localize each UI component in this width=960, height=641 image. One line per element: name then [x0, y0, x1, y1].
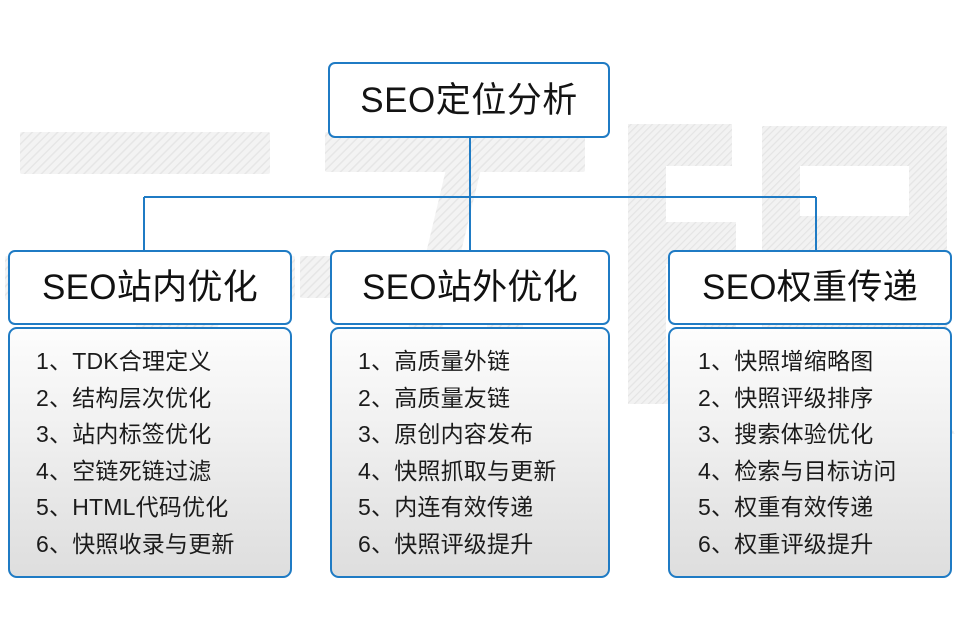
list-item[interactable]: 5、HTML代码优化 — [36, 494, 229, 520]
root-node[interactable]: SEO定位分析 — [328, 62, 610, 138]
branch-header-3-label: SEO权重传递 — [701, 268, 918, 307]
item-list-1: 1、TDK合理定义 2、结构层次优化 3、站内标签优化 4、空链死链过滤 5、H… — [10, 343, 290, 562]
list-item[interactable]: 2、结构层次优化 — [36, 384, 212, 411]
branch-body-3: 1、快照增缩略图 2、快照评级排序 3、搜索体验优化 4、检索与目标访问 5、权… — [668, 327, 952, 578]
list-item[interactable]: 4、快照抓取与更新 — [358, 457, 557, 484]
list-item[interactable]: 3、搜索体验优化 — [698, 421, 874, 447]
branch-header-1[interactable]: SEO站内优化 — [8, 250, 292, 325]
branch-header-3[interactable]: SEO权重传递 — [668, 250, 952, 325]
list-item[interactable]: 4、检索与目标访问 — [698, 457, 897, 484]
branch-header-1-label: SEO站内优化 — [41, 268, 258, 307]
list-item[interactable]: 3、原创内容发布 — [358, 421, 534, 447]
branch-header-2-label: SEO站外优化 — [361, 268, 578, 307]
branch-column-2: SEO站外优化 1、高质量外链 2、高质量友链 3、原创内容发布 4、快照抓取与… — [330, 250, 610, 578]
list-item[interactable]: 3、站内标签优化 — [36, 421, 212, 447]
branch-header-2[interactable]: SEO站外优化 — [330, 250, 610, 325]
list-item[interactable]: 6、快照收录与更新 — [36, 530, 235, 557]
branch-body-2: 1、高质量外链 2、高质量友链 3、原创内容发布 4、快照抓取与更新 5、内连有… — [330, 327, 610, 578]
list-item[interactable]: 6、权重评级提升 — [698, 530, 874, 557]
list-item[interactable]: 2、高质量友链 — [358, 384, 511, 411]
list-item[interactable]: 1、快照增缩略图 — [698, 348, 874, 374]
branch-body-1: 1、TDK合理定义 2、结构层次优化 3、站内标签优化 4、空链死链过滤 5、H… — [8, 327, 292, 578]
branch-column-3: SEO权重传递 1、快照增缩略图 2、快照评级排序 3、搜索体验优化 4、检索与… — [668, 250, 952, 578]
list-item[interactable]: 1、高质量外链 — [358, 348, 511, 374]
root-node-label: SEO定位分析 — [360, 80, 578, 120]
list-item[interactable]: 6、快照评级提升 — [358, 530, 534, 557]
list-item[interactable]: 4、空链死链过滤 — [36, 457, 212, 484]
list-item[interactable]: 2、快照评级排序 — [698, 384, 874, 411]
list-item[interactable]: 5、内连有效传递 — [358, 494, 534, 520]
item-list-2: 1、高质量外链 2、高质量友链 3、原创内容发布 4、快照抓取与更新 5、内连有… — [332, 343, 608, 562]
branch-column-1: SEO站内优化 1、TDK合理定义 2、结构层次优化 3、站内标签优化 4、空链… — [8, 250, 292, 578]
list-item[interactable]: 5、权重有效传递 — [698, 494, 874, 520]
list-item[interactable]: 1、TDK合理定义 — [36, 348, 212, 374]
item-list-3: 1、快照增缩略图 2、快照评级排序 3、搜索体验优化 4、检索与目标访问 5、权… — [670, 343, 950, 562]
